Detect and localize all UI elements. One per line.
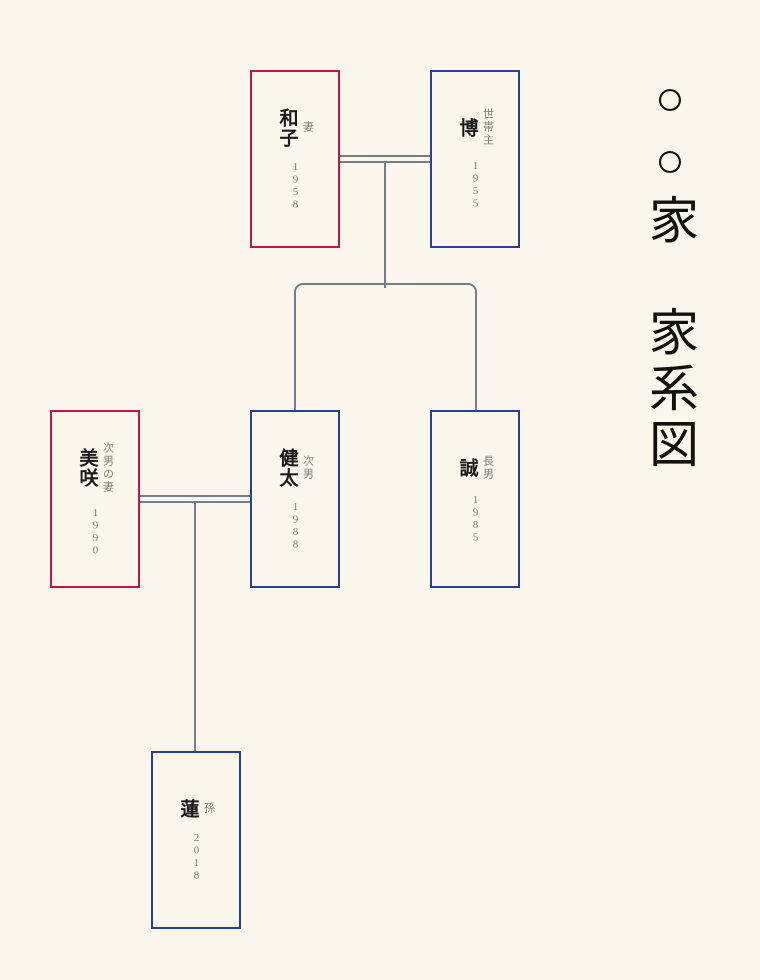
person-role: 次男 <box>301 454 314 481</box>
marriage-line-generation2 <box>140 495 250 503</box>
person-birth-year: 1990 <box>89 506 102 557</box>
person-name: 健太 <box>276 447 298 488</box>
person-box-kenta[interactable]: 健太 次男 1988 <box>250 410 340 588</box>
name-role-row: 誠 長男 <box>456 454 494 481</box>
name-role-row: 美咲 次男の妻 <box>76 441 114 494</box>
person-box-hiroshi[interactable]: 博 世帯主 1955 <box>430 70 520 248</box>
name-role-row: 和子 妻 <box>276 107 314 148</box>
person-role: 妻 <box>301 121 314 134</box>
person-name: 蓮 <box>177 798 199 819</box>
person-name: 美咲 <box>76 447 98 488</box>
person-box-kazuko[interactable]: 和子 妻 1958 <box>250 70 340 248</box>
person-birth-year: 1985 <box>469 493 482 544</box>
name-role-row: 健太 次男 <box>276 447 314 488</box>
person-role: 世帯主 <box>481 108 494 147</box>
person-birth-year: 1988 <box>289 500 302 551</box>
person-box-misaki[interactable]: 美咲 次男の妻 1990 <box>50 410 140 588</box>
person-birth-year: 2018 <box>190 831 203 882</box>
person-box-makoto[interactable]: 誠 長男 1985 <box>430 410 520 588</box>
marriage-line-generation1 <box>340 155 430 163</box>
name-role-row: 博 世帯主 <box>456 108 494 147</box>
person-role: 次男の妻 <box>101 441 114 494</box>
person-birth-year: 1955 <box>469 160 482 210</box>
person-name: 和子 <box>276 107 298 148</box>
sibling-branch-line <box>293 282 477 410</box>
family-tree-title: ○○家 家系図 <box>642 70 698 474</box>
name-role-row: 蓮 孫 <box>177 798 215 819</box>
person-name: 博 <box>456 117 478 138</box>
person-role: 孫 <box>202 802 215 815</box>
person-role: 長男 <box>481 454 494 481</box>
person-box-ren[interactable]: 蓮 孫 2018 <box>151 751 241 929</box>
person-name: 誠 <box>456 457 478 478</box>
couple2-descent-line <box>193 503 197 751</box>
couple1-descent-line <box>383 163 387 288</box>
person-birth-year: 1958 <box>289 160 302 211</box>
